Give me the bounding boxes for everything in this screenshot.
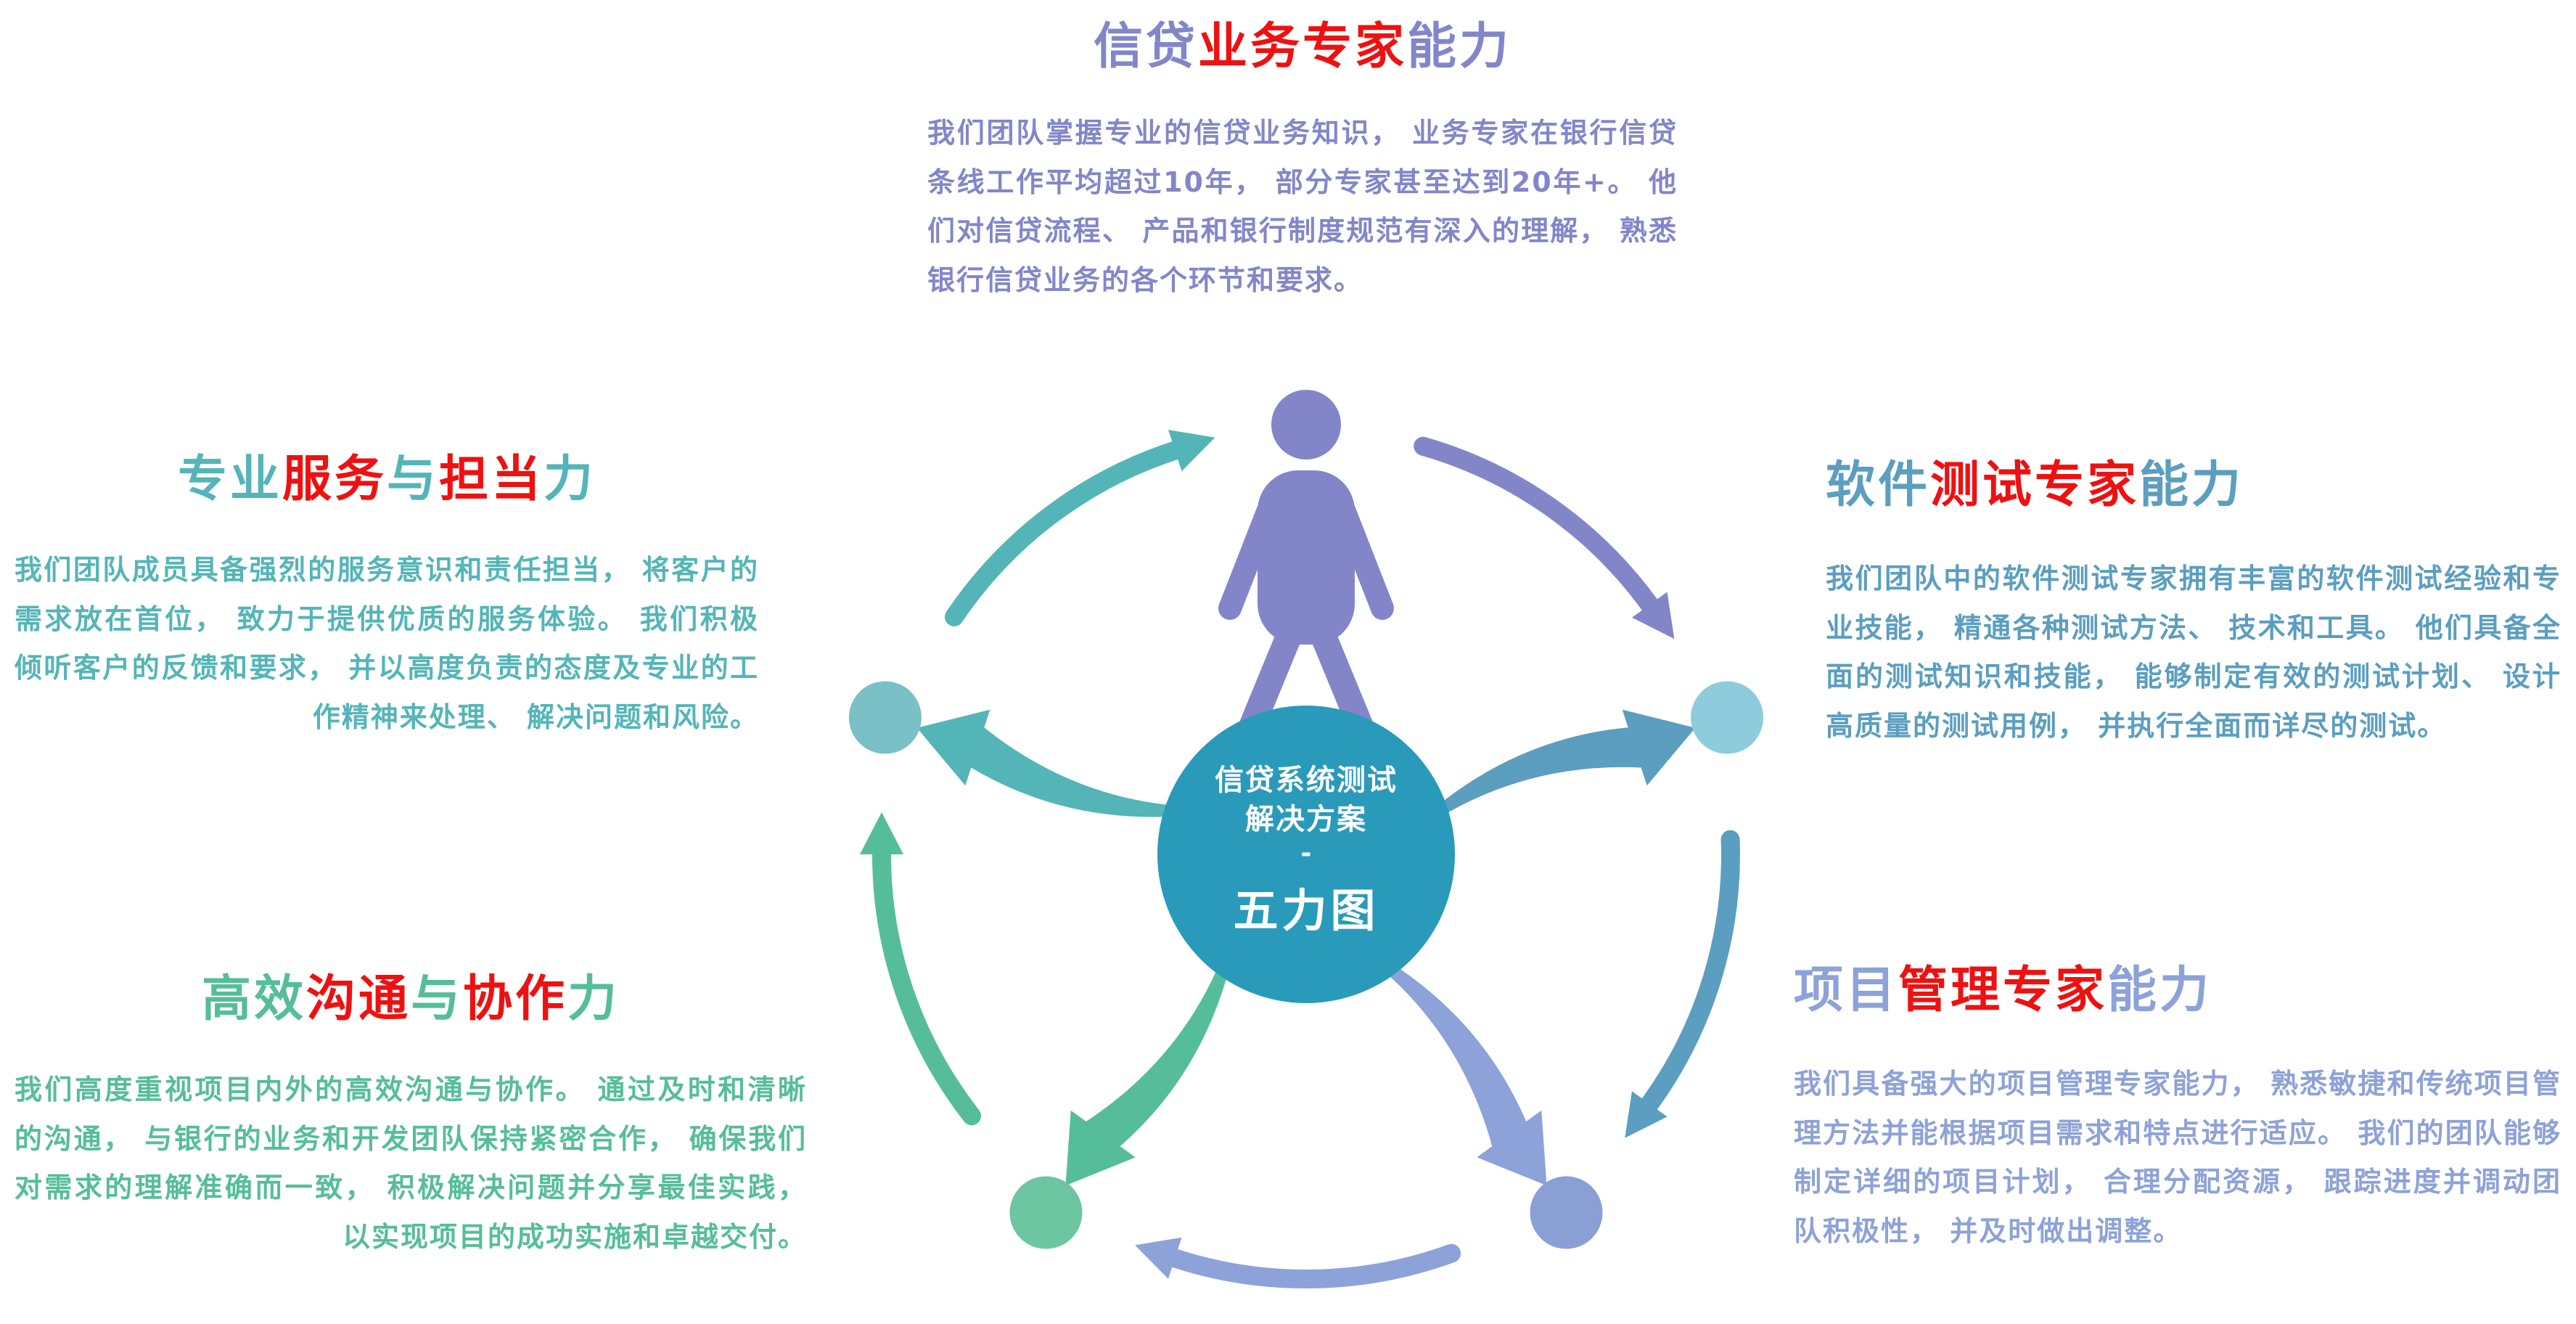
credit-business-heading: 信贷业务专家能力 xyxy=(927,18,1678,75)
center-label: 信贷系统测试 解决方案 - 五力图 xyxy=(1161,761,1451,939)
arc-arrow-right-side xyxy=(1640,830,1740,1113)
person-left-arm xyxy=(1218,496,1281,620)
heading-segment: 能力 xyxy=(2139,457,2244,514)
node-right-upper xyxy=(1691,681,1764,754)
section-credit-business-expert: 信贷业务专家能力 我们团队掌握专业的信贷业务知识， 业务专家在银行信贷条线工作平… xyxy=(927,18,1678,306)
heading-segment-highlight: 测试专家 xyxy=(1930,457,2140,514)
person-head xyxy=(1271,390,1341,459)
professional-service-body: 我们团队成员具备强烈的服务意识和责任担当， 将客户的需求放在首位， 致力于提供优… xyxy=(15,554,759,734)
arc-arrow-bottom-head xyxy=(1135,1237,1182,1279)
heading-segment: 与 xyxy=(386,451,439,508)
section-professional-service: 专业服务与担当力 我们团队成员具备强烈的服务意识和责任担当， 将客户的需求放在首… xyxy=(15,451,759,743)
heading-segment: 力 xyxy=(543,451,596,508)
heading-segment: 能力 xyxy=(1407,18,1512,75)
project-management-body: 我们具备强大的项目管理专家能力， 熟悉敏捷和传统项目管理方法并能根据项目需求和特… xyxy=(1794,1068,2561,1248)
credit-business-body: 我们团队掌握专业的信贷业务知识， 业务专家在银行信贷条线工作平均超过10年， 部… xyxy=(927,117,1678,297)
center-arrow-right-lower xyxy=(1384,964,1547,1186)
heading-segment: 软件 xyxy=(1826,457,1931,514)
arc-arrow-top-to-right xyxy=(1414,436,1660,615)
person-torso xyxy=(1258,470,1355,645)
node-right-lower xyxy=(1530,1176,1603,1249)
heading-segment-highlight: 沟通 xyxy=(305,970,411,1028)
project-management-heading: 项目管理专家能力 xyxy=(1794,962,2561,1019)
center-label-line1: 信贷系统测试 xyxy=(1215,764,1398,797)
arc-arrow-left-to-top-head xyxy=(1168,430,1215,472)
software-testing-heading: 软件测试专家能力 xyxy=(1826,457,2561,514)
node-left-lower xyxy=(1009,1176,1083,1249)
communication-body: 我们高度重视项目内外的高效沟通与协作。 通过及时和清晰的沟通， 与银行的业务和开… xyxy=(15,1074,807,1254)
arc-arrow-left-side-head xyxy=(860,812,903,854)
heading-segment: 项目 xyxy=(1794,962,1899,1019)
heading-segment-highlight: 协作 xyxy=(463,970,568,1028)
center-label-dash: - xyxy=(1300,838,1312,868)
heading-segment: 信贷 xyxy=(1093,18,1198,75)
section-communication-collaboration: 高效沟通与协作力 我们高度重视项目内外的高效沟通与协作。 通过及时和清晰的沟通，… xyxy=(15,970,807,1262)
arc-arrow-left-side xyxy=(872,845,981,1126)
heading-segment: 力 xyxy=(567,970,620,1028)
center-circle xyxy=(1157,706,1455,1003)
heading-segment: 高效 xyxy=(201,970,306,1028)
heading-segment: 与 xyxy=(410,970,463,1028)
heading-segment-highlight: 服务 xyxy=(282,451,387,508)
heading-segment-highlight: 管理专家 xyxy=(1898,962,2108,1019)
arc-arrow-bottom xyxy=(1165,1243,1461,1288)
arc-arrow-top-to-right-head xyxy=(1632,592,1675,639)
heading-segment: 专业 xyxy=(177,451,282,508)
center-arrow-left-lower xyxy=(1065,964,1228,1186)
center-arrow-left-upper xyxy=(916,709,1175,817)
section-software-testing-expert: 软件测试专家能力 我们团队中的软件测试专家拥有丰富的软件测试经验和专业技能， 精… xyxy=(1826,457,2561,751)
heading-segment: 能力 xyxy=(2107,962,2212,1019)
heading-segment-highlight: 业务专家 xyxy=(1197,18,1407,75)
center-arrow-right-upper xyxy=(1437,709,1696,817)
center-label-line2: 解决方案 xyxy=(1245,803,1367,836)
arc-arrow-right-side-head xyxy=(1625,1091,1668,1138)
section-project-management-expert: 项目管理专家能力 我们具备强大的项目管理专家能力， 熟悉敏捷和传统项目管理方法并… xyxy=(1794,962,2561,1256)
communication-heading: 高效沟通与协作力 xyxy=(15,970,807,1028)
person-right-arm xyxy=(1332,496,1394,620)
professional-service-heading: 专业服务与担当力 xyxy=(15,451,759,508)
heading-segment-highlight: 担当 xyxy=(439,451,544,508)
arc-arrow-left-to-top xyxy=(945,441,1185,626)
node-left-upper xyxy=(848,681,922,754)
software-testing-body: 我们团队中的软件测试专家拥有丰富的软件测试经验和专业技能， 精通各种测试方法、 … xyxy=(1826,563,2561,743)
center-label-title: 五力图 xyxy=(1233,883,1379,937)
